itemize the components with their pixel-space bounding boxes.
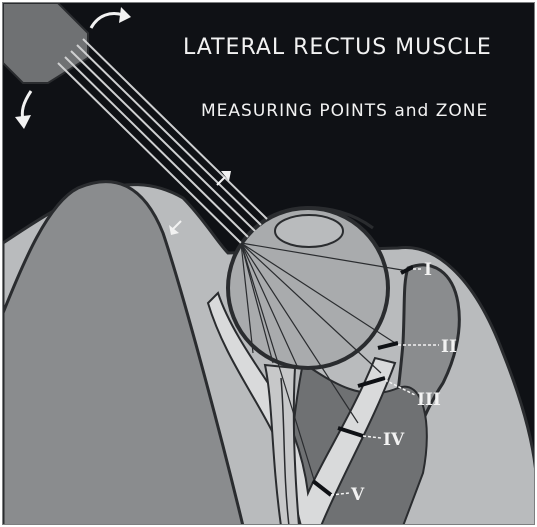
zone-label-5: V — [350, 485, 365, 505]
probe — [3, 3, 268, 244]
zone-label-2: II — [441, 337, 457, 357]
zone-label-4: IV — [383, 430, 405, 450]
double-arrow-icon — [169, 171, 231, 235]
orbit-bone — [3, 180, 245, 524]
diagram-title: LATERAL RECTUS MUSCLE — [183, 35, 492, 60]
eye-diagram: I II III IV V — [3, 3, 534, 524]
zone-leaders — [330, 268, 439, 496]
zone-label-3: III — [417, 390, 441, 410]
lens — [274, 214, 344, 248]
curved-arrow-icon — [15, 7, 131, 129]
zone-markers — [311, 265, 414, 497]
cornea — [251, 206, 374, 232]
scan-fan — [240, 242, 409, 484]
zone-label-1: I — [424, 260, 432, 280]
diagram-subtitle: MEASURING POINTS and ZONE — [201, 101, 489, 121]
